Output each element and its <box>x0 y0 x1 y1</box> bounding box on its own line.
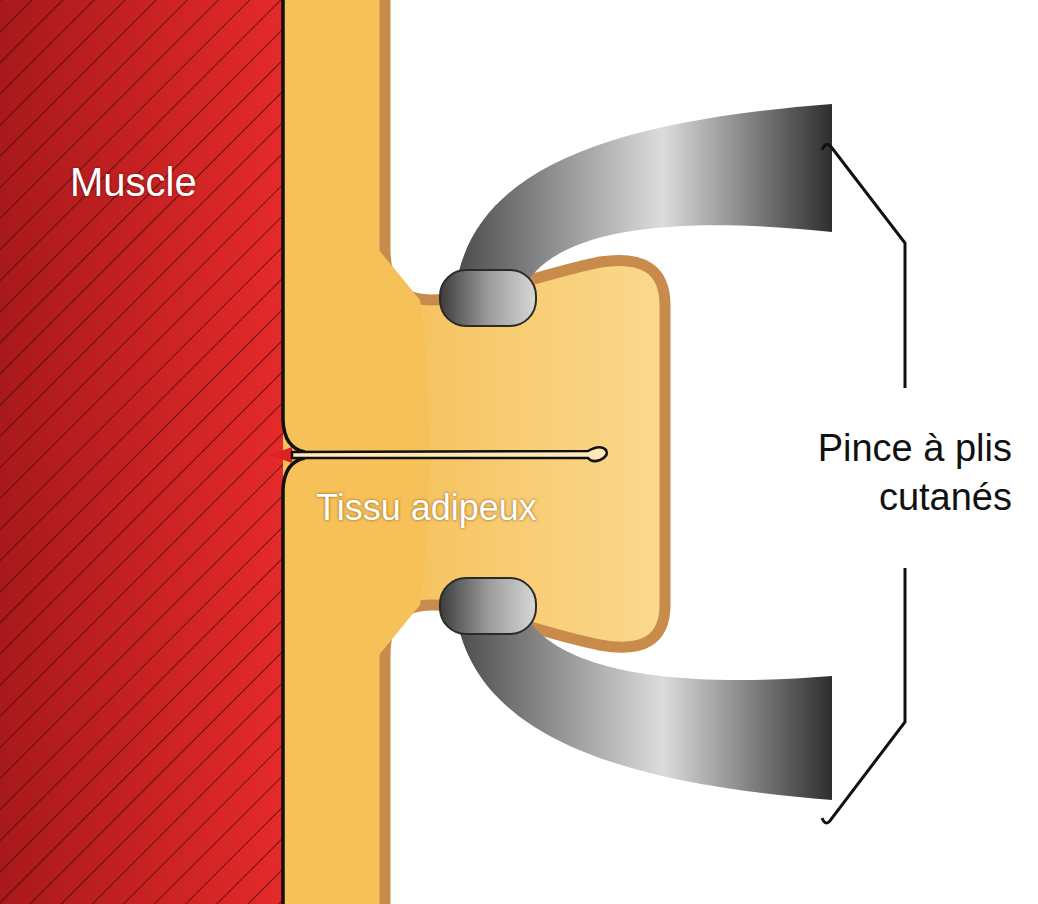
muscle-border <box>283 458 305 904</box>
caliper-arm <box>455 104 832 292</box>
caliper-arm <box>455 608 832 800</box>
muscle-hatching <box>0 0 283 904</box>
caliper-tip <box>440 578 536 634</box>
caliper-label: Pince à plis cutanés <box>770 424 1012 522</box>
tissue-label: Tissu adipeux <box>316 484 616 531</box>
muscle-pinch <box>270 447 292 463</box>
bracket-line <box>822 568 905 823</box>
fold-slit <box>292 447 607 461</box>
muscle-border <box>283 0 305 452</box>
bracket-line <box>822 144 905 388</box>
muscle-label: Muscle <box>70 156 310 208</box>
caliper-tip <box>440 270 536 326</box>
muscle-region <box>0 0 283 904</box>
